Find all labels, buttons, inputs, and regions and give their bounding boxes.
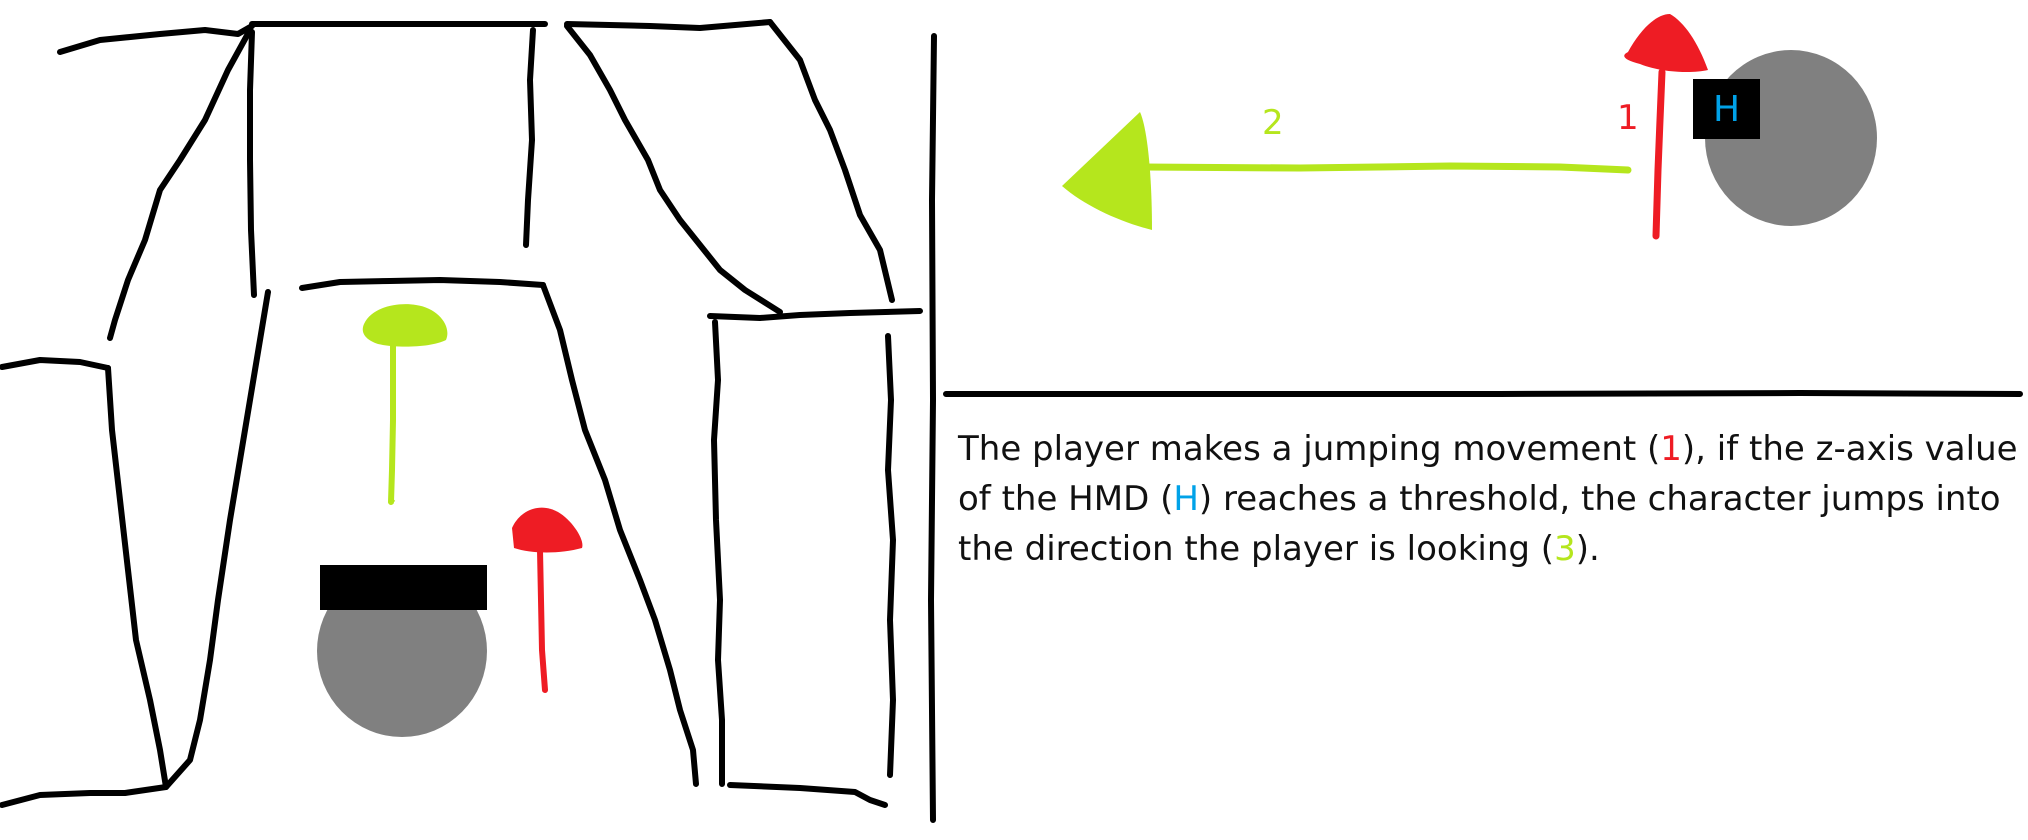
red-arrow-head-left [512,507,583,553]
wall-line-left-corridor [163,289,271,790]
green-arrow-head-right [1062,112,1152,230]
green-arrow-shaft-right [1136,162,1632,174]
wall-line-right-room-left [711,319,725,787]
caption-ref-1: 1 [1660,429,1682,469]
wall-line-center-vertical [523,27,536,248]
caption-text-2: ), if the z-axis value of the HMD ( [958,429,2018,519]
caption-text-4: ). [1575,529,1600,569]
wall-line-left-box-right [105,365,169,790]
floor-line-left [0,784,169,808]
wall-line-top-right [564,19,773,31]
wall-line-top-left [57,23,255,55]
red-arrow-head-right [1624,14,1708,72]
wall-line-right-diagonal [564,23,783,315]
wall-line-right-top [767,19,895,303]
arrow-label-forward: 2 [1262,103,1284,143]
arrow-label-up: 1 [1617,98,1639,138]
wall-line-left-inner-vertical [247,29,257,298]
green-arrow-shaft-left [388,337,396,505]
red-arrow-shaft-right [1652,68,1666,240]
caption-text-1: The player makes a jumping movement ( [958,429,1661,469]
hmd-label: H [1712,88,1741,130]
description-text: The player makes a jumping movement (1),… [958,424,2018,574]
vertical-divider [928,33,937,823]
caption-ref-h: H [1173,479,1199,519]
caption-ref-3: 3 [1554,529,1576,569]
green-arrow-head-left [362,304,448,347]
red-arrow-shaft-left [537,547,548,693]
hmd-bar [320,565,487,610]
floor-line-right [727,782,888,808]
wall-line-right-corridor [540,282,699,787]
wall-line-left-box-top [0,357,111,371]
hmd-marker: H [1693,79,1760,139]
wall-line-right-room-right [885,333,896,778]
wall-line-right-room-top [707,308,923,321]
wall-line-left-diagonal [107,27,253,341]
wall-line-far-back [299,277,546,291]
caption-text-3: ) reaches a threshold, the character jum… [958,479,2001,569]
horizontal-divider [943,390,2023,397]
